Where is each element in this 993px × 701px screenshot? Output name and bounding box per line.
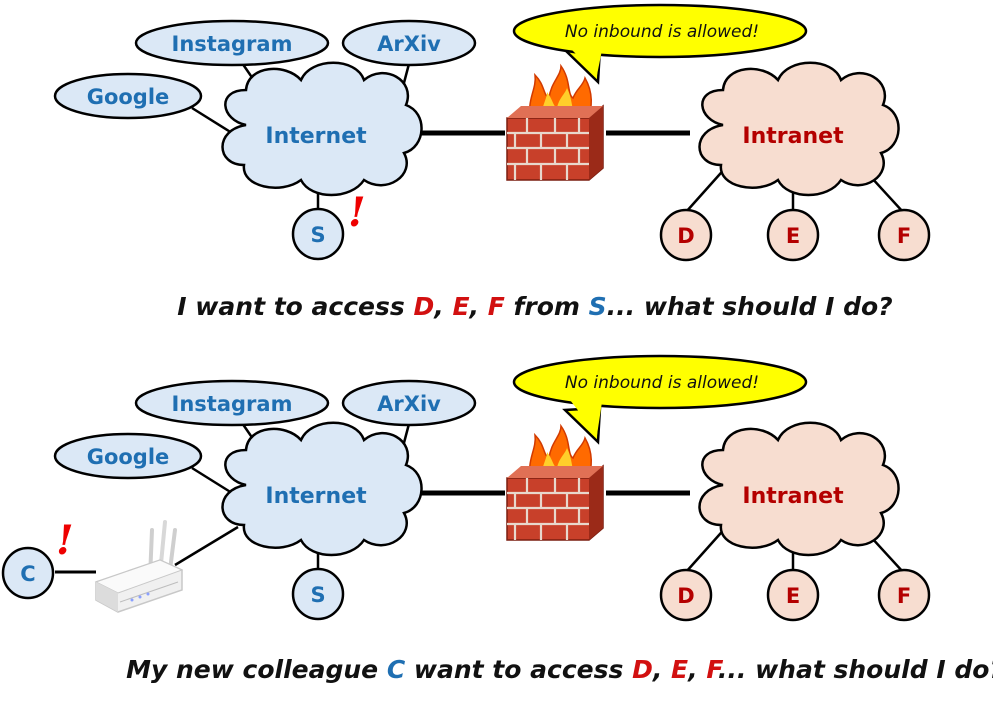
client-label: C bbox=[20, 562, 35, 586]
node-f-label-2: F bbox=[897, 584, 911, 608]
caption-1-suffix: ... what should I do? bbox=[607, 292, 893, 321]
caption-1-e: E bbox=[452, 292, 469, 321]
node-d-2: D bbox=[659, 568, 713, 622]
site-instagram-2: Instagram bbox=[134, 379, 330, 427]
internet-label-2: Internet bbox=[265, 484, 367, 509]
node-f-2: F bbox=[877, 568, 931, 622]
node-e: E bbox=[766, 208, 820, 262]
site-google: Google bbox=[53, 72, 203, 120]
node-e-2: E bbox=[766, 568, 820, 622]
caption-1-f: F bbox=[488, 292, 505, 321]
site-instagram-label-2: Instagram bbox=[172, 392, 293, 416]
router-icon bbox=[94, 520, 184, 613]
speech-bubble-2: No inbound is allowed! bbox=[512, 354, 808, 445]
firewall-icon-2 bbox=[505, 424, 605, 542]
site-instagram: Instagram bbox=[134, 19, 330, 67]
site-google-2: Google bbox=[53, 432, 203, 480]
speech-bubble: No inbound is allowed! bbox=[512, 3, 808, 85]
site-instagram-label: Instagram bbox=[172, 32, 293, 56]
caption-1-d: D bbox=[413, 292, 434, 321]
node-f: F bbox=[877, 208, 931, 262]
node-d-label: D bbox=[677, 224, 694, 248]
node-d: D bbox=[659, 208, 713, 262]
caption-1-comma1: , bbox=[433, 292, 452, 321]
site-google-label-2: Google bbox=[87, 445, 170, 469]
caption-2-e: E bbox=[671, 655, 688, 684]
site-arxiv-label-2: ArXiv bbox=[377, 392, 441, 416]
intranet-cloud-2: Intranet bbox=[698, 421, 900, 557]
caption-2-mid: want to access bbox=[405, 655, 632, 684]
node-f-label: F bbox=[897, 224, 911, 248]
site-arxiv-label: ArXiv bbox=[377, 32, 441, 56]
caption-2-d: D bbox=[632, 655, 653, 684]
intranet-label: Intranet bbox=[742, 124, 844, 149]
caption-2-comma2: , bbox=[687, 655, 706, 684]
internet-cloud: Internet bbox=[221, 61, 423, 197]
caption-1-comma2: , bbox=[469, 292, 488, 321]
caption-2: My new colleague C want to access D, E, … bbox=[126, 655, 993, 684]
node-d-label-2: D bbox=[677, 584, 694, 608]
intranet-label-2: Intranet bbox=[742, 484, 844, 509]
node-e-label-2: E bbox=[786, 584, 800, 608]
site-arxiv-2: ArXiv bbox=[341, 379, 477, 427]
server-label: S bbox=[310, 223, 325, 247]
internet-label: Internet bbox=[265, 124, 367, 149]
firewall-icon bbox=[505, 64, 605, 182]
panel-2: Instagram ArXiv Google Internet Intranet bbox=[1, 354, 993, 684]
site-google-label: Google bbox=[87, 85, 170, 109]
caption-1: I want to access D, E, F from S... what … bbox=[177, 292, 892, 321]
intranet-cloud: Intranet bbox=[698, 61, 900, 197]
caption-1-mid: from bbox=[505, 292, 589, 321]
site-arxiv: ArXiv bbox=[341, 19, 477, 67]
speech-bubble-text: No inbound is allowed! bbox=[565, 22, 759, 42]
internet-cloud-2: Internet bbox=[221, 421, 423, 557]
link-router-internet bbox=[174, 525, 239, 567]
server-label-2: S bbox=[310, 583, 325, 607]
caption-2-comma1: , bbox=[652, 655, 671, 684]
alert-icon-2: ! bbox=[56, 517, 74, 564]
node-e-label: E bbox=[786, 224, 800, 248]
caption-2-suffix: ... what should I do? bbox=[718, 655, 993, 684]
caption-1-s: S bbox=[589, 292, 607, 321]
panel-1: Instagram ArXiv Google Internet Intranet bbox=[53, 3, 931, 321]
caption-2-prefix: My new colleague bbox=[126, 655, 387, 684]
alert-icon: ! bbox=[348, 189, 366, 236]
client-node: C bbox=[1, 546, 55, 600]
server-node-2: S bbox=[291, 567, 345, 621]
caption-1-prefix: I want to access bbox=[177, 292, 413, 321]
caption-2-c: C bbox=[387, 655, 406, 684]
speech-bubble-text-2: No inbound is allowed! bbox=[565, 373, 759, 393]
server-node: S bbox=[291, 207, 345, 261]
